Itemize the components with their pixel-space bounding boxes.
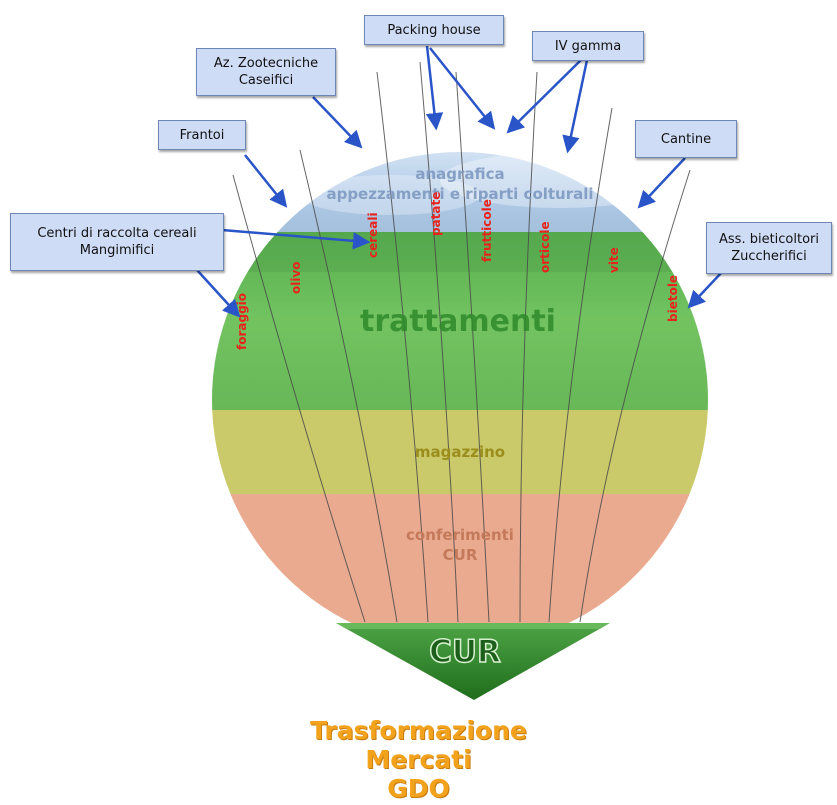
callout-bieticoltori: Ass. bieticoltori Zuccherifici xyxy=(706,222,832,274)
arrow-packing-frutticole xyxy=(429,47,496,130)
sphere xyxy=(212,152,708,648)
callout-centri-line2: Mangimifici xyxy=(79,243,155,258)
callout-packing-house: Packing house xyxy=(364,15,504,45)
arrows xyxy=(196,45,723,318)
flow-line xyxy=(579,169,691,623)
band-trattamenti xyxy=(212,232,708,410)
funnel-highlight xyxy=(336,623,610,629)
arrow-bieticoltori xyxy=(687,271,723,309)
callout-zootecniche-line1: Az. Zootecniche xyxy=(213,56,319,71)
funnel-label: CUR xyxy=(429,634,501,670)
layer-anagrafica-line2: appezzamenti e riparti colturali xyxy=(326,185,593,203)
crop-label-patate: patate xyxy=(429,192,443,236)
crop-label-frutticole: frutticole xyxy=(480,199,494,262)
callout-iv-gamma: IV gamma xyxy=(532,31,644,61)
funnel-triangle xyxy=(336,623,610,700)
layer-trattamenti: trattamenti xyxy=(360,304,556,339)
callout-bieticoltori-line1: Ass. bieticoltori xyxy=(719,232,819,247)
flow-line xyxy=(419,61,459,623)
output-mercati: Mercati xyxy=(365,745,472,774)
flow-line xyxy=(455,71,490,623)
output-trasformazione: Trasformazione xyxy=(310,716,527,745)
layer-conferimenti-line2: CUR xyxy=(443,546,478,564)
arrow-cantine xyxy=(637,157,686,209)
callout-zootecniche-line2: Caseifici xyxy=(238,73,294,88)
arrow-centri-foraggio xyxy=(196,269,241,318)
flow-line xyxy=(232,174,366,623)
crop-label-bietole: bietole xyxy=(666,275,680,322)
layer-magazzino: magazzino xyxy=(415,443,505,461)
flow-line xyxy=(376,71,429,623)
callout-centri: Centri di raccolta cereali Mangimifici xyxy=(10,213,224,271)
crop-label-orticole: orticole xyxy=(538,221,552,273)
callout-iv-gamma-text: IV gamma xyxy=(554,38,622,54)
crop-label-cereali: cereali xyxy=(366,212,380,258)
crop-label-vite: vite xyxy=(607,247,621,273)
callout-zootecniche: Az. Zootecniche Caseifici xyxy=(196,48,336,96)
arrow-centri-cereali xyxy=(221,228,371,250)
crop-label-foraggio: foraggio xyxy=(235,293,249,350)
crop-labels: foraggio olivo cereali patate frutticole… xyxy=(235,192,680,350)
arrow-ivgamma-frutticole xyxy=(506,57,584,134)
sphere-sheen xyxy=(212,152,708,648)
layer-labels: anagrafica appezzamenti e riparti coltur… xyxy=(326,165,593,564)
callout-bieticoltori-line2: Zuccherifici xyxy=(731,249,807,264)
funnel: CUR xyxy=(336,623,610,700)
crop-label-olivo: olivo xyxy=(289,261,303,294)
output-gdo: GDO xyxy=(387,774,450,803)
cloud-shape xyxy=(300,175,480,215)
callout-frantoi-text: Frantoi xyxy=(179,127,225,143)
arrow-ivgamma-orticole xyxy=(562,59,589,154)
flow-line xyxy=(548,107,613,623)
callout-cantine-text: Cantine xyxy=(660,131,712,147)
field-horizon xyxy=(212,232,708,272)
band-magazzino xyxy=(212,410,708,494)
layer-anagrafica-line1: anagrafica xyxy=(415,165,504,183)
callout-packing-house-text: Packing house xyxy=(387,22,481,38)
arrow-zootecniche xyxy=(312,96,363,149)
flow-line xyxy=(299,149,398,623)
callout-centri-line1: Centri di raccolta cereali xyxy=(37,226,197,241)
flow-lines xyxy=(232,61,691,623)
callout-cantine: Cantine xyxy=(635,120,737,158)
callout-frantoi: Frantoi xyxy=(158,120,246,150)
arrow-frantoi xyxy=(244,154,288,208)
flow-line xyxy=(519,71,538,623)
layer-conferimenti-line1: conferimenti xyxy=(406,526,514,544)
arrow-packing-patate xyxy=(425,45,444,131)
